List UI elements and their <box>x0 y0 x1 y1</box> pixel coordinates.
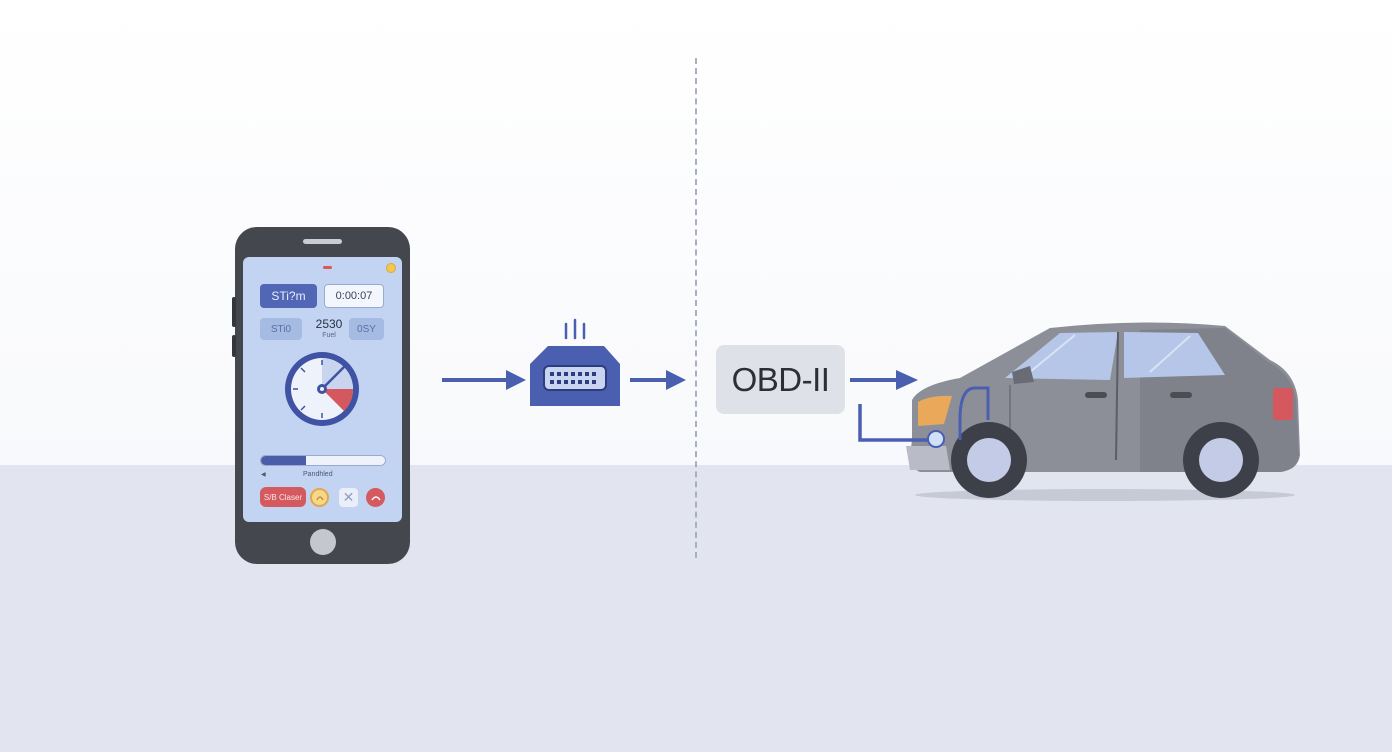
signal-waves-icon <box>564 318 586 340</box>
smartphone: STi?m 0:00:07 STi0 2530 Fuel 0SY <box>232 227 410 564</box>
progress-label: Pandhled <box>303 471 333 478</box>
status-light-icon <box>386 263 396 273</box>
back-arrow-icon[interactable]: ◀ <box>261 472 266 478</box>
speedometer-gauge <box>285 352 359 426</box>
right-chip[interactable]: 0SY <box>349 318 384 340</box>
reading-unit: Fuel <box>322 332 336 339</box>
phone-speaker <box>303 239 342 244</box>
arrow-adapter-to-divider <box>630 370 686 390</box>
status-indicator <box>323 266 332 269</box>
phone-screen: STi?m 0:00:07 STi0 2530 Fuel 0SY <box>243 257 402 522</box>
phone-side-button <box>232 335 236 357</box>
action-button[interactable]: S/B Claser <box>260 487 306 507</box>
alert-icon[interactable] <box>366 488 385 507</box>
obd-adapter-icon <box>530 318 620 406</box>
progress-fill <box>261 456 306 465</box>
coin-icon[interactable] <box>310 488 329 507</box>
timer-display: 0:00:07 <box>324 284 384 308</box>
progress-bar <box>260 455 386 466</box>
phone-side-button <box>232 297 236 327</box>
close-icon[interactable]: ✕ <box>339 488 358 507</box>
arrow-phone-to-adapter <box>442 370 526 390</box>
reading-value: 2530 <box>315 317 343 331</box>
left-chip[interactable]: STi0 <box>260 318 302 340</box>
divider-line <box>695 58 697 558</box>
car-icon <box>858 322 1300 501</box>
primary-chip[interactable]: STi?m <box>260 284 317 308</box>
arrow-obd-to-car <box>850 370 918 390</box>
obd-label: OBD-II <box>716 345 845 414</box>
home-button[interactable] <box>310 529 336 555</box>
fuel-reading: 2530 Fuel <box>312 318 346 340</box>
